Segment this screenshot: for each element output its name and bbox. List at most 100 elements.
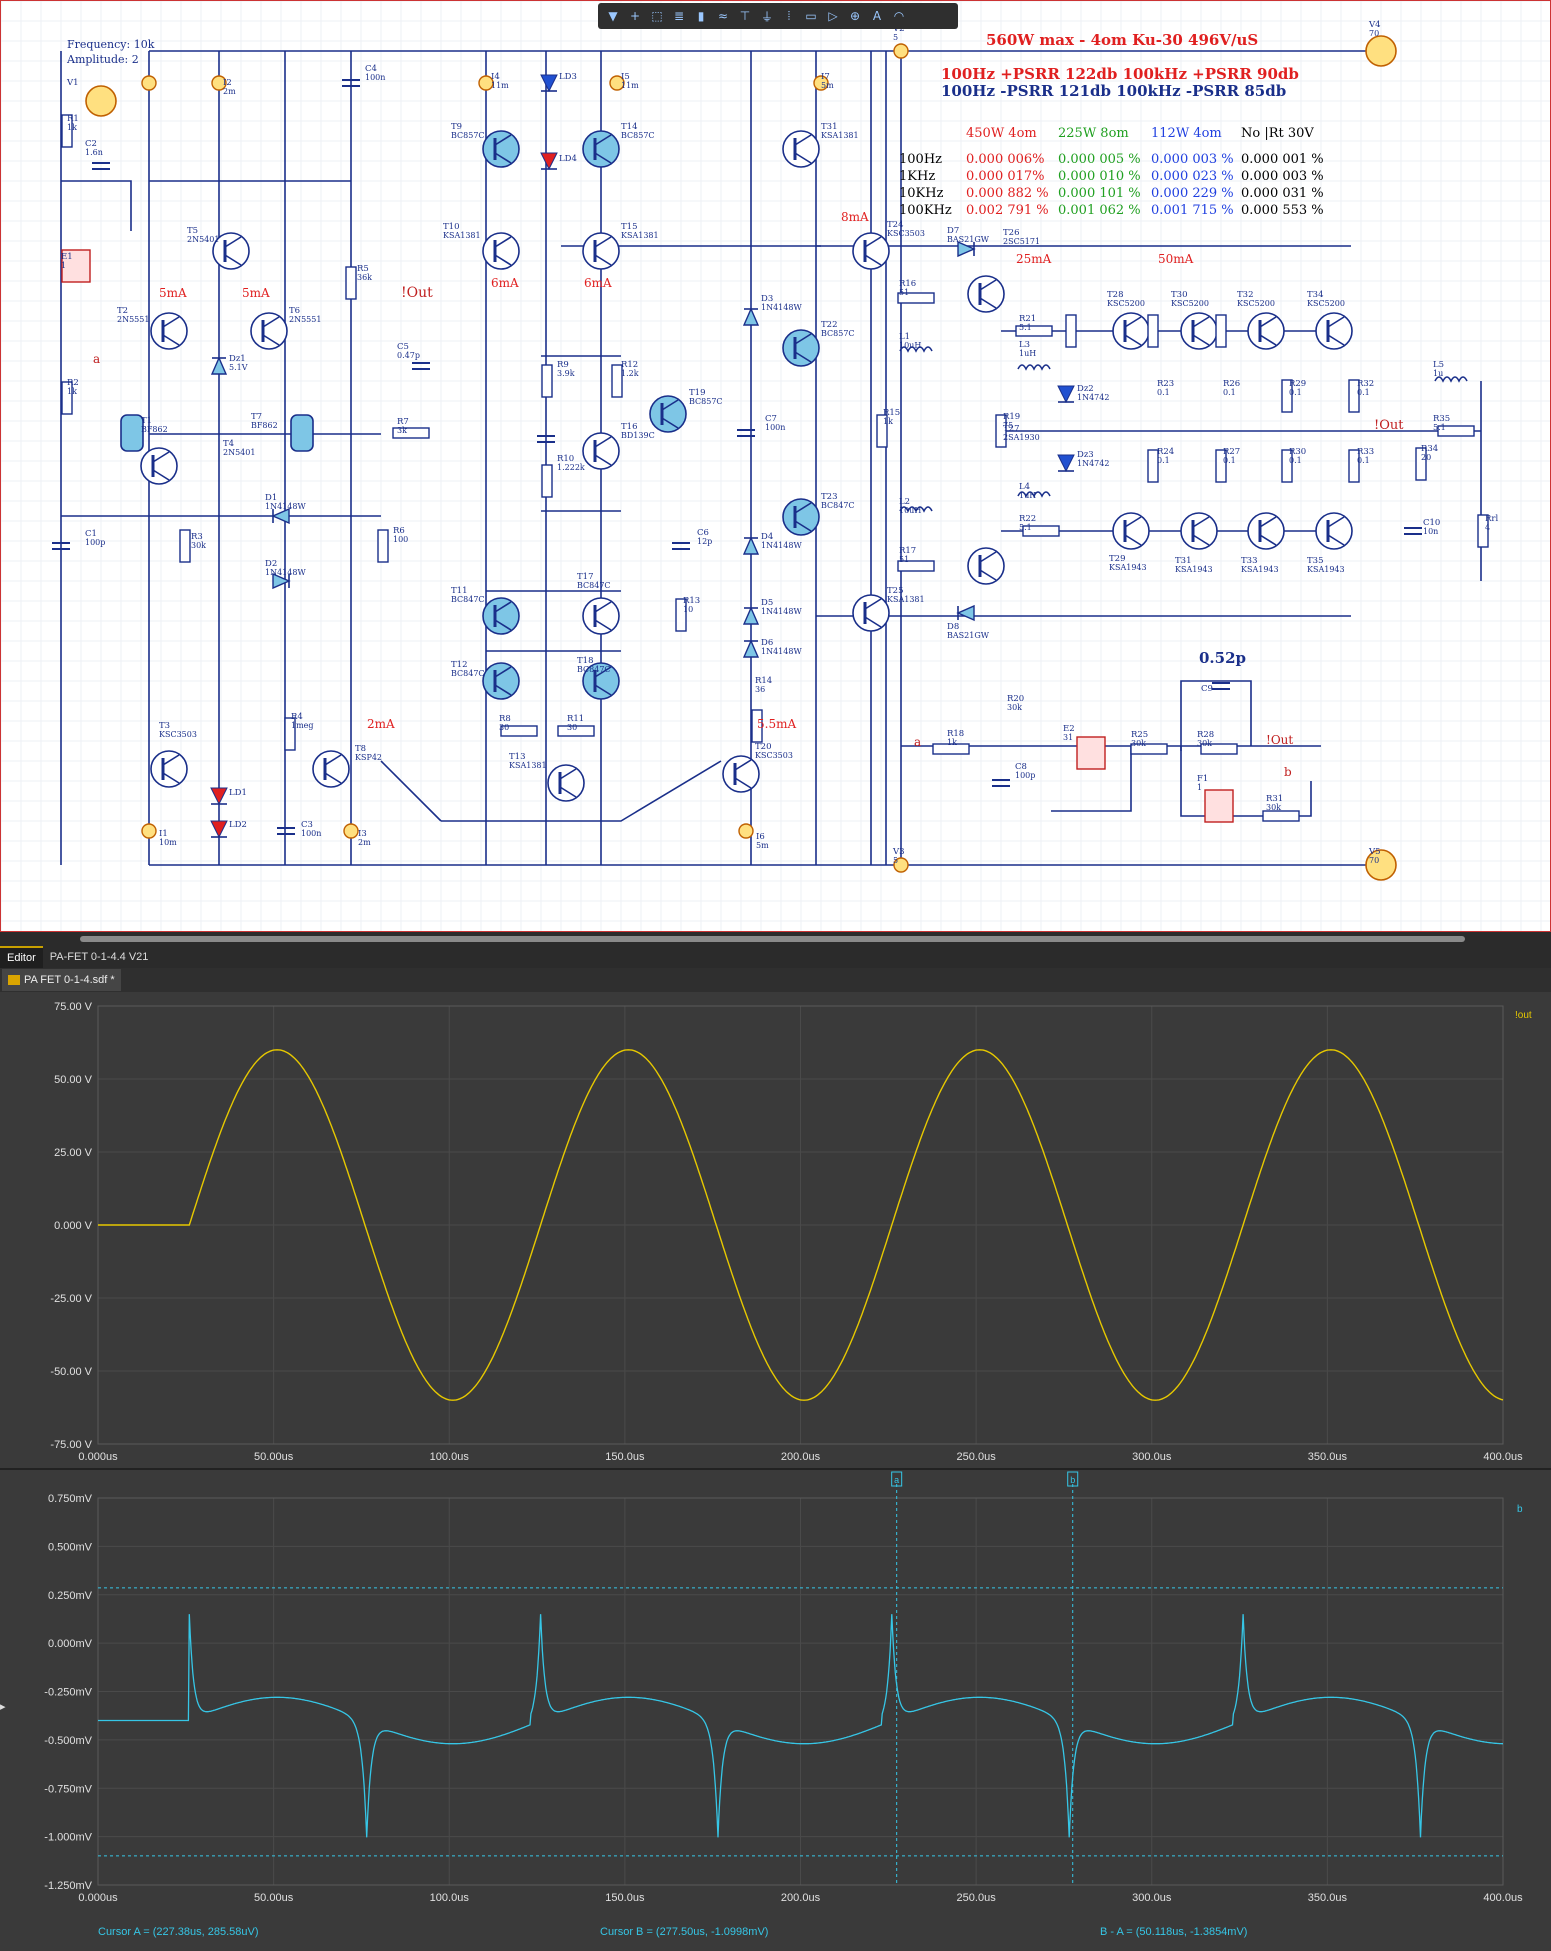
component-ref: LD1 <box>229 788 247 798</box>
waveform-plots: 75.00 V50.00 V25.00 V0.000 V-25.00 V-50.… <box>0 992 1551 1946</box>
thd-frequency: 1KHz <box>899 169 935 184</box>
cross-icon[interactable]: + <box>629 9 641 23</box>
doc-tab-label: PA FET 0-1-4.sdf * <box>24 974 115 986</box>
transistor-body <box>1180 512 1218 550</box>
led-triangle <box>1057 385 1075 404</box>
diode-symbol <box>742 307 760 326</box>
thd-value: 0.000 003 % <box>1151 152 1234 167</box>
thd-frequency: 10KHz <box>899 186 944 201</box>
resistor-symbol <box>345 266 357 300</box>
component-value: 30 <box>499 723 509 732</box>
thd-value: 0.000 229 % <box>1151 186 1234 201</box>
panel-expand-icon[interactable]: ▸ <box>0 1701 6 1713</box>
current-source-symbol <box>141 823 157 839</box>
component-ref: T31 <box>821 122 838 132</box>
component-ref: D2 <box>265 559 277 569</box>
component-value: 4 <box>1485 523 1490 532</box>
component-ref: C7 <box>765 414 777 424</box>
transistor-collector <box>594 601 612 613</box>
inductor-symbol <box>1434 376 1468 383</box>
component-value: 5m <box>756 841 769 850</box>
x-tick-label: 300.0us <box>1132 1451 1172 1463</box>
transistor-body <box>482 662 520 700</box>
select-icon[interactable]: ⬚ <box>651 9 663 23</box>
scrollbar-thumb[interactable] <box>80 936 1465 942</box>
voltage-source-symbol <box>893 857 909 873</box>
resistor-symbol <box>61 114 73 148</box>
transistor-emitter <box>224 254 242 266</box>
transistor-symbol <box>782 498 820 536</box>
schematic-title: 560W max - 4om Ku-30 496V/uS <box>986 31 1258 49</box>
led-symbol <box>210 787 228 806</box>
bus-icon[interactable]: ▮ <box>697 9 705 23</box>
power-icon[interactable]: ⊤ <box>739 9 751 23</box>
component-value: 5 <box>893 856 898 865</box>
component-ref: T32 <box>1237 290 1254 300</box>
transistor-collector <box>1124 516 1142 528</box>
component-value: 5.1 <box>1019 523 1032 532</box>
doc-tab-sdf[interactable]: PA FET 0-1-4.sdf * <box>2 969 121 991</box>
component-value: 75 <box>1003 421 1013 430</box>
component-value: 1N4148W <box>265 568 306 577</box>
align-icon[interactable]: ≣ <box>673 9 685 23</box>
filter-icon[interactable]: ▼ <box>608 9 618 23</box>
text-icon[interactable]: A <box>872 9 882 23</box>
wire-icon[interactable]: ≈ <box>717 9 729 23</box>
component-value: 1k <box>883 417 893 426</box>
y-tick-label: 25.00 V <box>54 1147 93 1159</box>
thd-value: 0.000 101 % <box>1058 186 1141 201</box>
component-value: 30k <box>191 541 206 550</box>
transistor-emitter <box>594 619 612 631</box>
component-value: 0.1 <box>1289 456 1302 465</box>
y-tick-label: -1.250mV <box>44 1880 92 1892</box>
thd-frequency: 100Hz <box>899 152 942 167</box>
tab-project[interactable]: PA-FET 0-1-4.4 V21 <box>49 951 149 963</box>
inductor-symbol <box>899 506 933 513</box>
component-ref: T8 <box>355 744 366 754</box>
component-value: 5 <box>893 33 898 42</box>
part-icon[interactable]: ▭ <box>805 9 817 23</box>
component-ref: R25 <box>1131 730 1148 740</box>
probe-icon[interactable]: ⊕ <box>849 9 861 23</box>
transistor-collector <box>152 451 170 463</box>
arc-icon[interactable]: ◠ <box>893 9 905 23</box>
psrr-line-2: 100Hz -PSRR 121db 100kHz -PSRR 85db <box>941 82 1286 100</box>
transistor-body <box>1180 312 1218 350</box>
cursor-a-readout: Cursor A = (227.38us, 285.58uV) <box>98 1926 259 1938</box>
ground-icon[interactable]: ⏚ <box>760 9 773 24</box>
component-ref: R9 <box>557 360 569 370</box>
cursor-b-readout: Cursor B = (277.50us, -1.0998mV) <box>600 1926 769 1938</box>
psrr-line-1: 100Hz +PSRR 122db 100kHz +PSRR 90db <box>941 65 1299 83</box>
netlabel-icon[interactable]: ⦙ <box>787 8 791 23</box>
thd-value: 0.000 005 % <box>1058 152 1141 167</box>
component-value: 10n <box>1423 527 1438 536</box>
component-ref: R27 <box>1223 447 1240 457</box>
component-value: 36 <box>755 685 765 694</box>
port-icon[interactable]: ▷ <box>828 9 838 23</box>
led-symbol <box>540 74 558 93</box>
horizontal-scrollbar[interactable] <box>0 932 1551 946</box>
transistor-body <box>1112 312 1150 350</box>
component-value: KSA1943 <box>1241 565 1279 574</box>
component-ref: R26 <box>1223 379 1240 389</box>
component-value: 31 <box>1063 733 1073 742</box>
trace-out <box>98 1049 1504 1401</box>
fet-body <box>290 414 314 452</box>
current-source-symbol <box>738 823 754 839</box>
schematic-canvas[interactable]: 560W max - 4om Ku-30 496V/uS 100Hz +PSRR … <box>0 0 1551 932</box>
component-value: 0.1 <box>1157 456 1170 465</box>
component-value: 2N5551 <box>289 315 321 324</box>
transistor-collector <box>594 236 612 248</box>
resistor-symbol <box>179 529 191 563</box>
resistor-symbol <box>1147 449 1159 483</box>
component-ref: D6 <box>761 638 773 648</box>
component-ref: R11 <box>567 714 584 724</box>
current-source-symbol <box>609 75 625 91</box>
tab-editor[interactable]: Editor <box>0 946 43 968</box>
component-value: 1uH <box>1019 349 1036 358</box>
component-ref: I2 <box>223 78 232 88</box>
component-value: BC857C <box>451 131 485 140</box>
resistor-symbol <box>897 292 935 304</box>
thd-header: No |Rt 30V <box>1241 126 1314 141</box>
